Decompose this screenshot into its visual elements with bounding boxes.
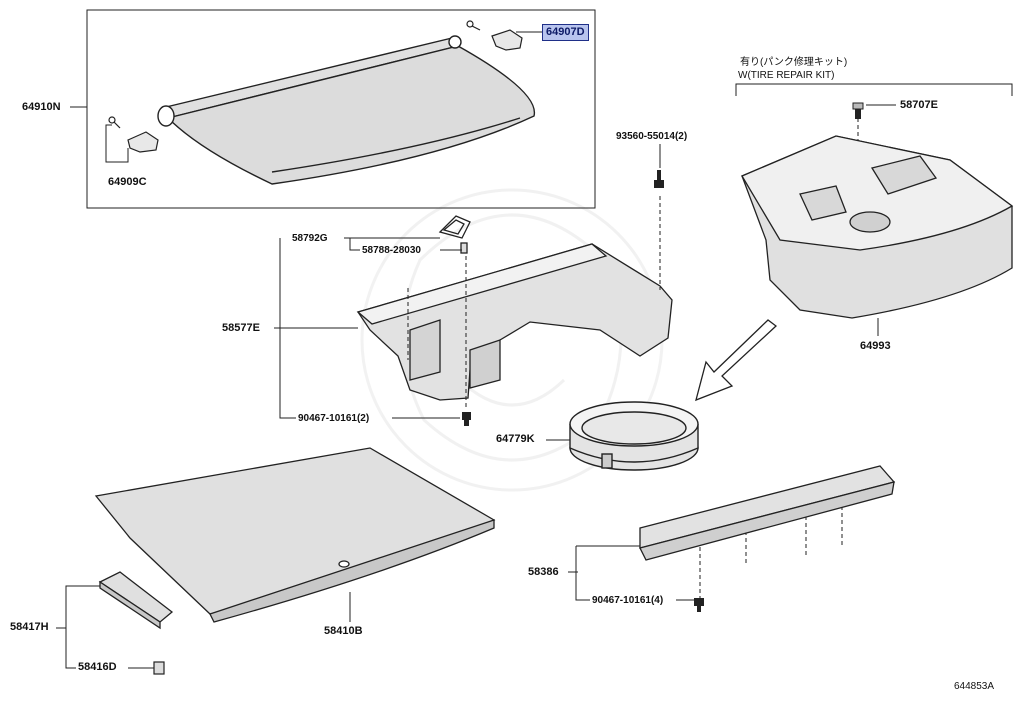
storage-tray-shape	[741, 135, 1014, 319]
callout-58416d[interactable]: 58416D	[78, 661, 117, 673]
clip-64909c-shape	[108, 116, 159, 153]
leader-lines-sill	[568, 545, 694, 601]
bolt-shapes	[462, 102, 864, 612]
callout-64910n[interactable]: 64910N	[22, 101, 61, 113]
deck-board-shape	[356, 243, 673, 401]
callout-58792g[interactable]: 58792G	[292, 233, 328, 244]
callout-90467-10161-4[interactable]: 90467-10161(4)	[592, 595, 664, 606]
leader-lines-deck	[274, 144, 661, 419]
leader-lines-top	[70, 31, 542, 163]
cover-58417h-shape	[98, 571, 174, 630]
tire-kit-note-jp: 有り(パンク修理キット)	[740, 57, 848, 68]
clip-64907d-shape	[466, 20, 523, 51]
callout-64993[interactable]: 64993	[860, 340, 891, 352]
leader-lines-tray	[866, 104, 896, 336]
tonneau-cover-shape	[157, 35, 536, 185]
leader-lines-bottom-left	[56, 585, 154, 669]
clip-58416d-shape	[153, 661, 165, 675]
callout-58417h[interactable]: 58417H	[10, 621, 49, 633]
callout-93560-55014[interactable]: 93560-55014(2)	[616, 131, 688, 142]
callout-64909c[interactable]: 64909C	[108, 176, 147, 188]
callout-58386[interactable]: 58386	[528, 566, 559, 578]
tie-clip-shape	[438, 215, 471, 254]
tire-kit-bracket	[735, 83, 1013, 96]
sill-plate-shape	[639, 465, 896, 561]
diagram-reference-code: 644853A	[954, 681, 995, 692]
tire-ring-shape	[569, 401, 699, 471]
callout-58788-28030[interactable]: 58788-28030	[362, 245, 421, 256]
callout-64779k[interactable]: 64779K	[496, 433, 535, 445]
callout-64907d[interactable]: 64907D	[542, 24, 589, 41]
tire-kit-note-en: W(TIRE REPAIR KIT)	[738, 70, 835, 81]
callout-90467-10161-2[interactable]: 90467-10161(2)	[298, 413, 370, 424]
tonneau-cover-group-box	[86, 9, 596, 209]
callout-58577e[interactable]: 58577E	[222, 322, 260, 334]
callout-58707e[interactable]: 58707E	[900, 99, 938, 111]
callout-58410b[interactable]: 58410B	[324, 625, 363, 637]
direction-arrow	[695, 319, 778, 402]
deck-mat-shape	[94, 447, 496, 623]
